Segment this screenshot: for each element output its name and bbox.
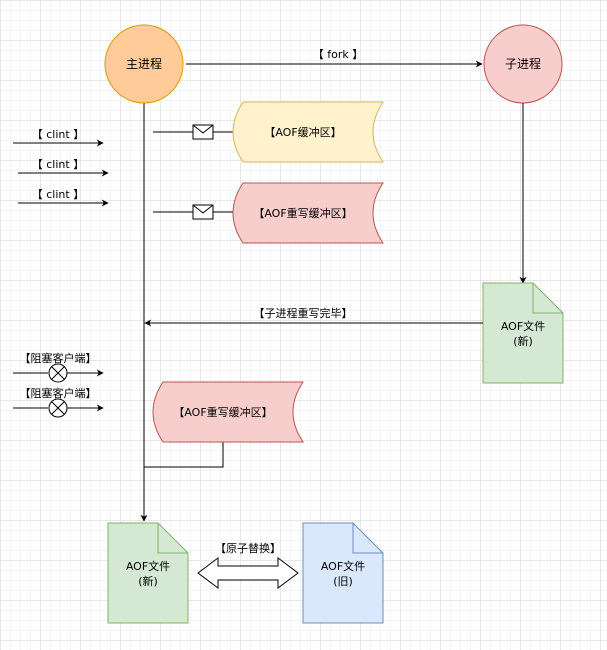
atomic-replace-label: 【原子替换】 [215,541,281,555]
old-aof-file[interactable] [302,522,384,624]
blocked-circle-icon [48,363,68,383]
new-aof-file-right-line1: AOF文件 [501,319,545,333]
child-done-label: 【子进程重写完毕】 [254,306,353,320]
blocked-client-label-1: 【阻塞客户端】 [20,351,97,365]
client-label-2: 【 clint 】 [32,158,84,171]
file-fold-corner [532,283,563,314]
old-aof-file-line2: (旧) [333,575,353,588]
aof-rewrite-buffer-label-2: 【AOF重写缓冲区】 [173,405,272,419]
new-aof-file-bottom-line2: (新) [138,574,158,588]
client-label-3: 【 clint 】 [32,188,84,201]
aof-rewrite-buffer-node-2[interactable] [152,381,304,443]
mail-icon [192,204,214,220]
file-fold-corner [352,523,383,554]
rewrite-buffer-connector [144,441,224,468]
main-process-label: 主进程 [126,56,162,71]
double-arrow-icon [197,557,299,589]
mail-icon [192,124,214,140]
new-aof-file-right-line2: (新) [513,334,533,348]
child-process-label: 子进程 [505,56,541,71]
main-process-node[interactable] [104,24,184,104]
new-aof-file-right[interactable] [482,282,564,384]
client-label-1: 【 clint 】 [32,128,84,141]
aof-buffer-label: 【AOF缓冲区】 [264,125,341,139]
new-aof-file-bottom-line1: AOF文件 [126,559,170,573]
file-fold-corner [157,523,188,554]
blocked-circle-icon [48,398,68,418]
new-aof-file-bottom[interactable] [107,522,189,624]
aof-buffer-node[interactable] [232,101,384,163]
fork-label: 【 fork 】 [313,48,364,61]
old-aof-file-line1: AOF文件 [321,559,365,573]
blocked-client-label-2: 【阻塞客户端】 [20,386,97,400]
aof-rewrite-buffer-label-1: 【AOF重写缓冲区】 [253,206,352,220]
aof-rewrite-buffer-node-1[interactable] [232,182,384,244]
